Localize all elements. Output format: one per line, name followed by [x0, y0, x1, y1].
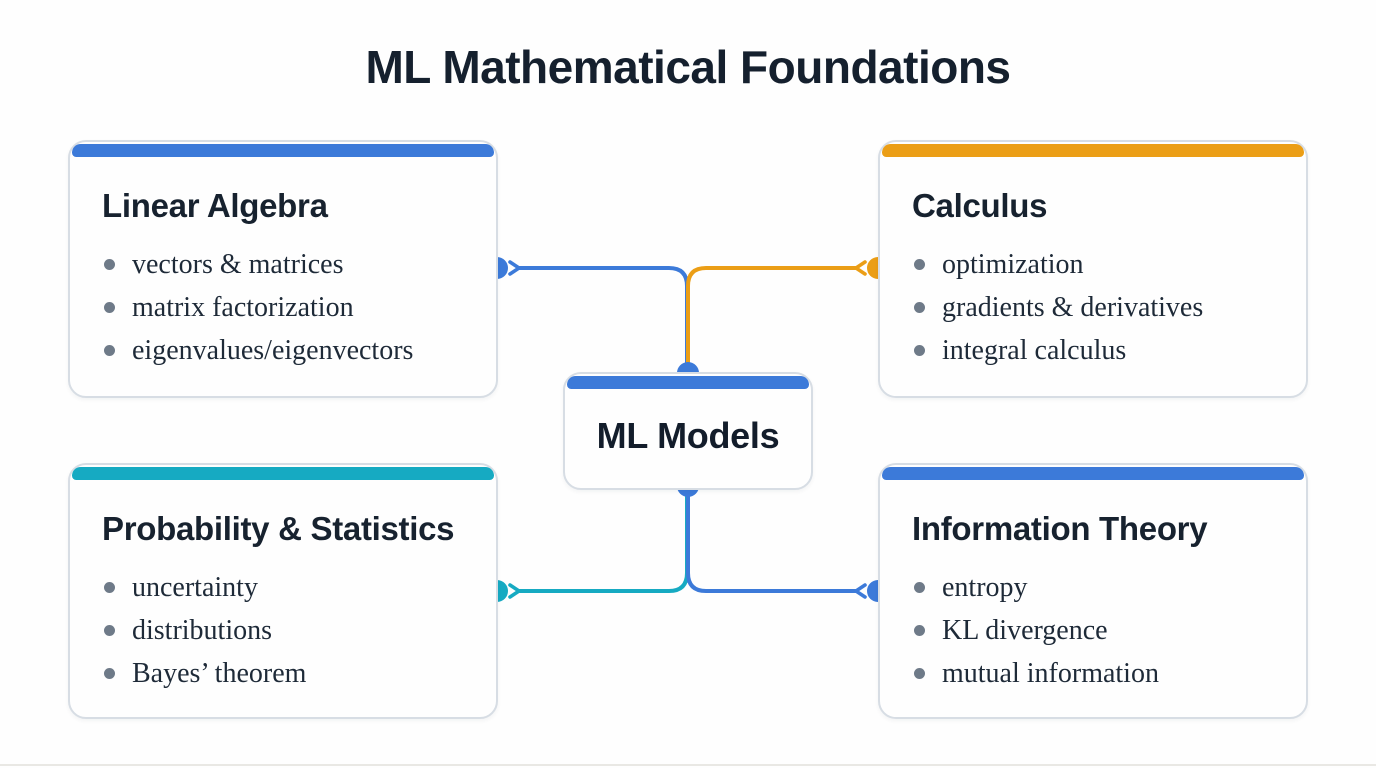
- node-calculus: Calculus optimization gradients & deriva…: [878, 140, 1308, 398]
- edge-center-to-information-theory: [686, 484, 867, 599]
- edge-center-to-linear-algebra: [508, 260, 689, 374]
- bullet-text: Bayes’ theorem: [132, 658, 307, 689]
- node-title: Calculus: [912, 187, 1048, 224]
- bullet-dot: [914, 345, 925, 356]
- bullet-item: matrix factorization: [102, 286, 496, 329]
- bullet-dot: [914, 302, 925, 313]
- accent-cap: [567, 376, 809, 389]
- bullet-item: eigenvalues/eigenvectors: [102, 329, 496, 372]
- bullet-dot: [104, 345, 115, 356]
- accent-cap: [882, 144, 1304, 157]
- node-linear-algebra: Linear Algebra vectors & matrices matrix…: [68, 140, 498, 398]
- center-node-label: ML Models: [596, 415, 780, 456]
- page-title: ML Mathematical Foundations: [365, 41, 1011, 93]
- node-title: Linear Algebra: [102, 187, 328, 224]
- bullet-text: entropy: [942, 572, 1028, 603]
- bullet-item: optimization: [912, 243, 1306, 286]
- bullet-item: vectors & matrices: [102, 243, 496, 286]
- bullet-dot: [104, 259, 115, 270]
- bullet-dot: [104, 582, 115, 593]
- bullet-dot: [914, 259, 925, 270]
- accent-cap: [882, 467, 1304, 480]
- bullet-text: KL divergence: [942, 615, 1108, 646]
- bullet-dot: [104, 625, 115, 636]
- edge-center-to-calculus: [686, 260, 867, 374]
- accent-cap: [72, 144, 494, 157]
- node-probability-statistics: Probability & Statistics uncertainty dis…: [68, 463, 498, 719]
- bullet-dot: [914, 668, 925, 679]
- node-bullet-list: vectors & matrices matrix factorization …: [102, 243, 496, 372]
- bullet-dot: [914, 582, 925, 593]
- node-title: Probability & Statistics: [102, 510, 455, 547]
- bullet-text: mutual information: [942, 658, 1159, 689]
- bullet-dot: [104, 668, 115, 679]
- bullet-dot: [914, 625, 925, 636]
- bullet-item: mutual information: [912, 652, 1306, 695]
- bullet-text: uncertainty: [132, 572, 258, 603]
- bullet-item: uncertainty: [102, 566, 496, 609]
- node-title: Information Theory: [912, 510, 1208, 547]
- bullet-text: vectors & matrices: [132, 249, 344, 280]
- node-bullet-list: entropy KL divergence mutual information: [912, 566, 1306, 695]
- bullet-text: matrix factorization: [132, 292, 354, 323]
- bullet-item: entropy: [912, 566, 1306, 609]
- bullet-item: Bayes’ theorem: [102, 652, 496, 695]
- bullet-text: gradients & derivatives: [942, 292, 1204, 323]
- node-bullet-list: optimization gradients & derivatives int…: [912, 243, 1306, 372]
- bullet-text: integral calculus: [942, 335, 1127, 366]
- bullet-text: optimization: [942, 249, 1084, 280]
- bullet-item: gradients & derivatives: [912, 286, 1306, 329]
- bullet-text: distributions: [132, 615, 273, 646]
- node-ml-models: ML Models: [563, 372, 813, 490]
- node-information-theory: Information Theory entropy KL divergence…: [878, 463, 1308, 719]
- bullet-text: eigenvalues/eigenvectors: [132, 335, 414, 366]
- bullet-dot: [104, 302, 115, 313]
- edge-center-to-probability: [508, 484, 689, 599]
- accent-cap: [72, 467, 494, 480]
- bullet-item: KL divergence: [912, 609, 1306, 652]
- node-bullet-list: uncertainty distributions Bayes’ theorem: [102, 566, 496, 695]
- bullet-item: distributions: [102, 609, 496, 652]
- bottom-hairline: [0, 764, 1376, 766]
- bullet-item: integral calculus: [912, 329, 1306, 372]
